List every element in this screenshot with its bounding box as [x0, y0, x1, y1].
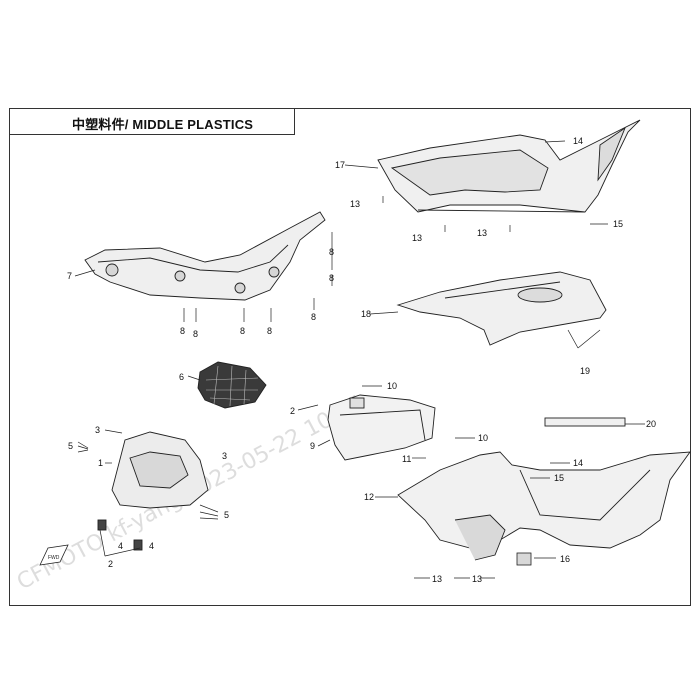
callout-20: 20	[646, 419, 656, 429]
callout-13-b: 13	[412, 233, 422, 243]
callout-13-c: 13	[477, 228, 487, 238]
part-1-front-console	[97, 431, 209, 551]
part-6-grille	[197, 361, 267, 409]
callout-14-lower: 14	[573, 458, 583, 468]
callout-10-a: 10	[387, 381, 397, 391]
callout-5-b: 5	[224, 510, 229, 520]
fwd-label: FWD	[48, 555, 60, 561]
callout-4-a: 4	[118, 541, 123, 551]
title-box	[9, 108, 295, 135]
callout-15-upper: 15	[613, 219, 623, 229]
callout-6: 6	[179, 372, 184, 382]
diagram-frame	[9, 108, 691, 606]
callout-19: 19	[580, 366, 590, 376]
leader-lines	[74, 140, 645, 579]
callout-8-b: 8	[193, 329, 198, 339]
callout-3-a: 3	[95, 425, 100, 435]
callout-8-a: 8	[180, 326, 185, 336]
callout-1: 1	[98, 458, 103, 468]
callout-18: 18	[361, 309, 371, 319]
callout-16: 16	[560, 554, 570, 564]
diagram-title: 中塑料件/ MIDDLE PLASTICS	[72, 117, 254, 132]
callout-13-a: 13	[350, 199, 360, 209]
callout-13-e: 13	[472, 574, 482, 584]
callout-8-g: 8	[329, 247, 334, 257]
part-7-tunnel	[84, 211, 326, 301]
callout-8-d: 8	[267, 326, 272, 336]
part-16-clip	[516, 552, 532, 566]
part-18-rear-panel	[396, 271, 607, 346]
callout-15-lower: 15	[554, 473, 564, 483]
callout-8-e: 8	[311, 312, 316, 322]
callout-7: 7	[67, 271, 72, 281]
callout-17: 17	[335, 160, 345, 170]
callout-10-b: 10	[478, 433, 488, 443]
callout-labels: 17 14 13 13 13 15 7 8 8 8 8 8 8 8 18 19 …	[67, 136, 656, 584]
callout-5-a: 5	[68, 441, 73, 451]
callout-9: 9	[310, 441, 315, 451]
part-20-strip	[544, 417, 626, 427]
callout-2-a: 2	[290, 406, 295, 416]
part-9-bracket	[327, 394, 436, 461]
callout-11: 11	[402, 454, 411, 464]
part-12-side-panel	[397, 451, 691, 561]
callout-14-upper: 14	[573, 136, 583, 146]
callout-2-b: 2	[108, 559, 113, 569]
part-17-upper-fender	[377, 119, 641, 213]
callout-12: 12	[364, 492, 374, 502]
fwd-direction-icon: FWD	[39, 544, 69, 566]
callout-4-b: 4	[149, 541, 154, 551]
callout-8-c: 8	[240, 326, 245, 336]
callout-13-d: 13	[432, 574, 442, 584]
callout-3-b: 3	[222, 451, 227, 461]
callout-8-f: 8	[329, 273, 334, 283]
